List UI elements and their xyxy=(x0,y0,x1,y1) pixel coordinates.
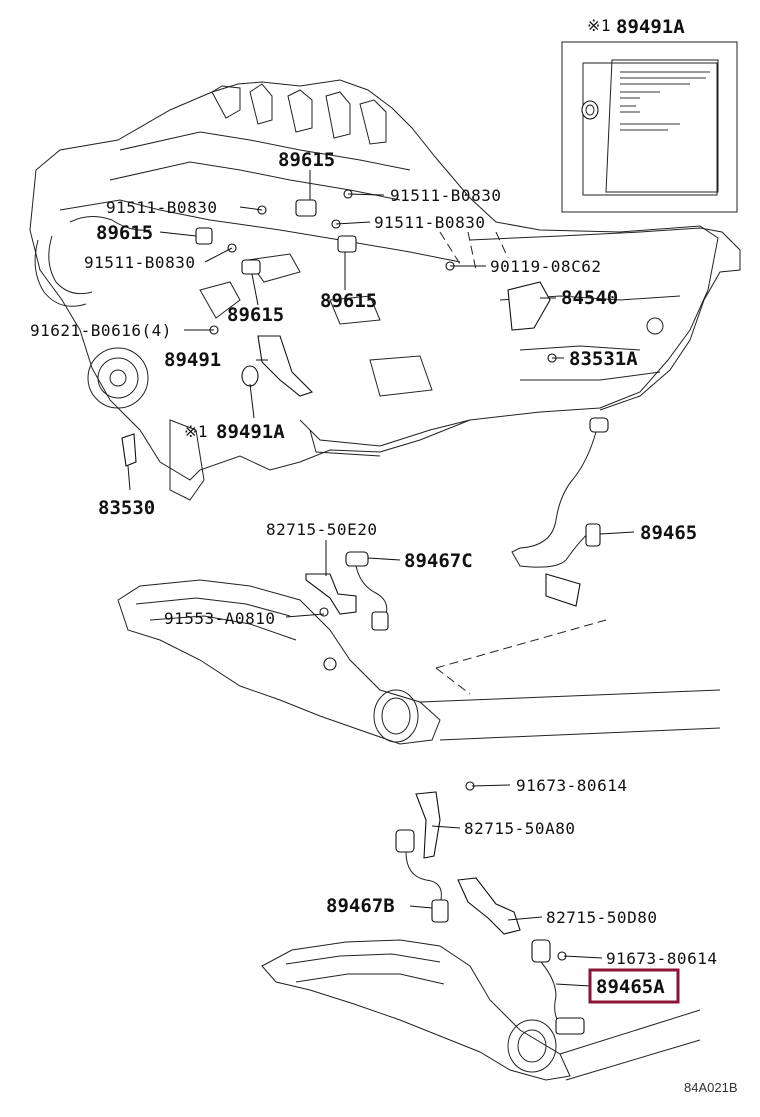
label-84540: 84540 xyxy=(561,287,618,309)
label-89467c: 89467C xyxy=(404,550,473,572)
label-89467b: 89467B xyxy=(326,895,395,917)
bottom-exhaust-illustration xyxy=(261,781,701,1081)
label-91553: 91553-A0810 xyxy=(164,609,275,628)
label-82715-50a80: 82715-50A80 xyxy=(464,819,575,838)
leader-lines xyxy=(127,170,635,987)
label-82715-50e20: 82715-50E20 xyxy=(266,520,377,539)
label-83531a: 83531A xyxy=(569,348,638,370)
label-89491a: 89491A xyxy=(216,421,285,443)
label-91511-left-upper: 91511-B0830 xyxy=(106,198,217,217)
label-91511-left-lower: 91511-B0830 xyxy=(84,253,195,272)
label-82715-50d80: 82715-50D80 xyxy=(546,908,657,927)
label-89465: 89465 xyxy=(640,522,697,544)
label-91673-upper: 91673-80614 xyxy=(516,776,627,795)
diagram-code: 84A021B xyxy=(684,1080,738,1095)
label-89465a[interactable]: 89465A xyxy=(596,976,665,998)
label-89615-center: 89615 xyxy=(320,290,377,312)
inset-note-mark: ※1 xyxy=(587,16,611,35)
label-83530: 83530 xyxy=(98,497,155,519)
label-91621: 91621-B0616(4) xyxy=(30,321,172,340)
label-89491: 89491 xyxy=(164,349,221,371)
middle-exhaust-illustration xyxy=(117,417,721,745)
label-89615-lower: 89615 xyxy=(227,304,284,326)
label-89615-left: 89615 xyxy=(96,222,153,244)
highlight-box-89465a xyxy=(588,968,680,1004)
label-89491a-note-mark: ※1 xyxy=(184,422,208,441)
engine-parts xyxy=(121,189,557,467)
label-89615-top: 89615 xyxy=(278,149,335,171)
inset-part-number: 89491A xyxy=(616,16,685,38)
reference-lines xyxy=(435,231,607,695)
inset-box xyxy=(561,41,738,213)
label-91511-right-upper: 91511-B0830 xyxy=(390,186,501,205)
label-91511-right-lower: 91511-B0830 xyxy=(374,213,485,232)
label-90119: 90119-08C62 xyxy=(490,257,601,276)
engine-illustration xyxy=(29,79,741,501)
label-91673-lower: 91673-80614 xyxy=(606,949,717,968)
